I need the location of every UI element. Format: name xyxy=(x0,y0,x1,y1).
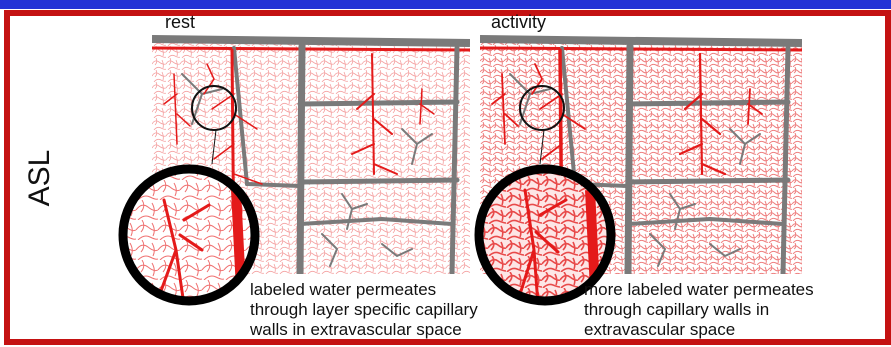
activity-caption-line: extravascular space xyxy=(584,320,891,340)
rest-caption-line: labeled water permeates xyxy=(250,280,560,300)
activity-caption-line: more labeled water permeates xyxy=(584,280,891,300)
rest-magnified-artery xyxy=(236,190,242,310)
activity-caption: more labeled water permeates through cap… xyxy=(584,280,891,340)
activity-pial-artery xyxy=(480,48,802,50)
activity-caption-line: through capillary walls in xyxy=(584,300,891,320)
activity-panel-title: activity xyxy=(491,12,546,33)
rest-pial-artery xyxy=(152,48,470,50)
rest-magnifier xyxy=(114,160,264,310)
rest-caption-line: walls in extravascular space xyxy=(250,320,560,340)
rest-caption: labeled water permeates through layer sp… xyxy=(250,280,560,340)
top-accent-bar xyxy=(0,0,891,9)
rest-caption-line: through layer specific capillary xyxy=(250,300,560,320)
rest-pial-vein xyxy=(152,39,470,43)
modality-label: ASL xyxy=(23,150,57,207)
rest-panel-title: rest xyxy=(165,12,195,33)
activity-pial-vein xyxy=(480,39,802,43)
